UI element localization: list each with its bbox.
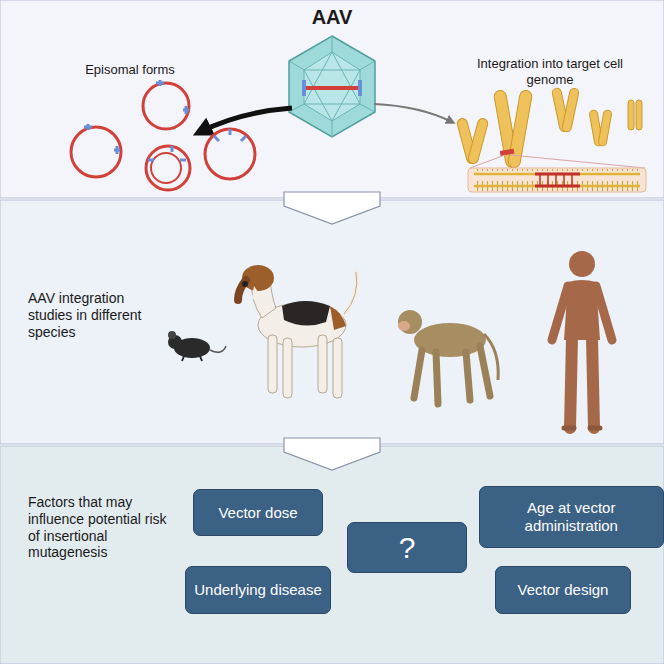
pathway-arrow (200, 108, 292, 132)
episome (71, 127, 121, 177)
panel-ground (0, 446, 664, 664)
human (552, 251, 612, 428)
dna-zoom (468, 155, 646, 192)
box-label: Vector design (518, 581, 609, 599)
aav-capsid (304, 52, 360, 121)
panel-ground (0, 0, 664, 198)
aav-capsid (289, 36, 375, 137)
aav-capsid (289, 36, 375, 137)
human (570, 338, 594, 428)
human (564, 426, 600, 431)
dna-zoom (535, 174, 580, 186)
dog (344, 272, 357, 314)
panel-heading: AAV integration studies in different spe… (28, 290, 158, 340)
episome (146, 146, 190, 190)
title-text: AAV (272, 5, 392, 29)
dog (330, 306, 346, 330)
unknown-factor-box: ? (347, 522, 467, 573)
chromosome (467, 117, 489, 164)
top-panel: AAV Episomal forms Integration into target… (0, 0, 664, 198)
dog (283, 338, 292, 398)
episome (143, 83, 189, 129)
chromosome (562, 88, 580, 133)
dog (238, 265, 357, 398)
dna-zoom (470, 155, 645, 168)
factor-box: Vector design (495, 566, 631, 614)
episome (84, 80, 246, 160)
dog (333, 338, 342, 398)
pathway-arrow (200, 104, 452, 132)
pathway-arrow (374, 104, 452, 122)
text-holder: AAV integration studies in different spe… (28, 290, 158, 340)
chromosome (456, 87, 642, 168)
chevron-arrow (284, 192, 380, 224)
dog (344, 272, 357, 314)
panel-label: Integration into target cell genome (470, 56, 630, 87)
dog (268, 335, 277, 393)
mouse (210, 346, 226, 352)
factor-box: Vector dose (193, 489, 323, 536)
dna-zoom (474, 169, 640, 191)
monkey (414, 346, 490, 404)
text-holder: Integration into target cell genome (470, 56, 630, 87)
species-panel: AAV integration studies in different spe… (0, 200, 664, 444)
chevron-arrow (284, 438, 380, 470)
monkey (398, 310, 422, 334)
chromosome (628, 100, 634, 130)
box-label: Underlying disease (194, 581, 322, 599)
box-label: Vector dose (218, 504, 297, 522)
panel-ground (0, 200, 664, 444)
box-label: Age at vector administration (488, 499, 656, 535)
text-holder: Factors that may influence potential ris… (28, 494, 168, 561)
episome (71, 80, 255, 190)
episome (151, 153, 181, 183)
factor-box: Underlying disease (185, 566, 331, 614)
episome (205, 129, 255, 179)
dog (282, 301, 330, 326)
chromosome (598, 110, 612, 147)
panel-label: Episomal forms (60, 62, 200, 78)
dna-zoom (540, 175, 572, 185)
aav-capsid (289, 36, 375, 137)
human (552, 286, 612, 340)
human (569, 251, 595, 277)
mouse (168, 331, 176, 339)
monkey (398, 321, 410, 331)
mouse (182, 356, 202, 361)
box-label: ? (399, 530, 416, 566)
panel-heading: Factors that may influence potential ris… (28, 494, 168, 561)
aav-capsid (306, 86, 358, 90)
monkey (398, 310, 498, 404)
factors-panel: Factors that may influence potential ris… (0, 446, 664, 664)
dog (242, 281, 248, 287)
dog (252, 286, 262, 300)
monkey (484, 334, 498, 380)
text-holder: AAV (272, 5, 392, 29)
factor-box: Age at vector administration (479, 486, 664, 548)
dna-zoom (468, 168, 646, 192)
text-holder: Episomal forms (60, 62, 200, 78)
chromosome (636, 100, 642, 130)
dog (318, 335, 327, 393)
mouse (168, 331, 226, 361)
aav-capsid (304, 80, 360, 96)
